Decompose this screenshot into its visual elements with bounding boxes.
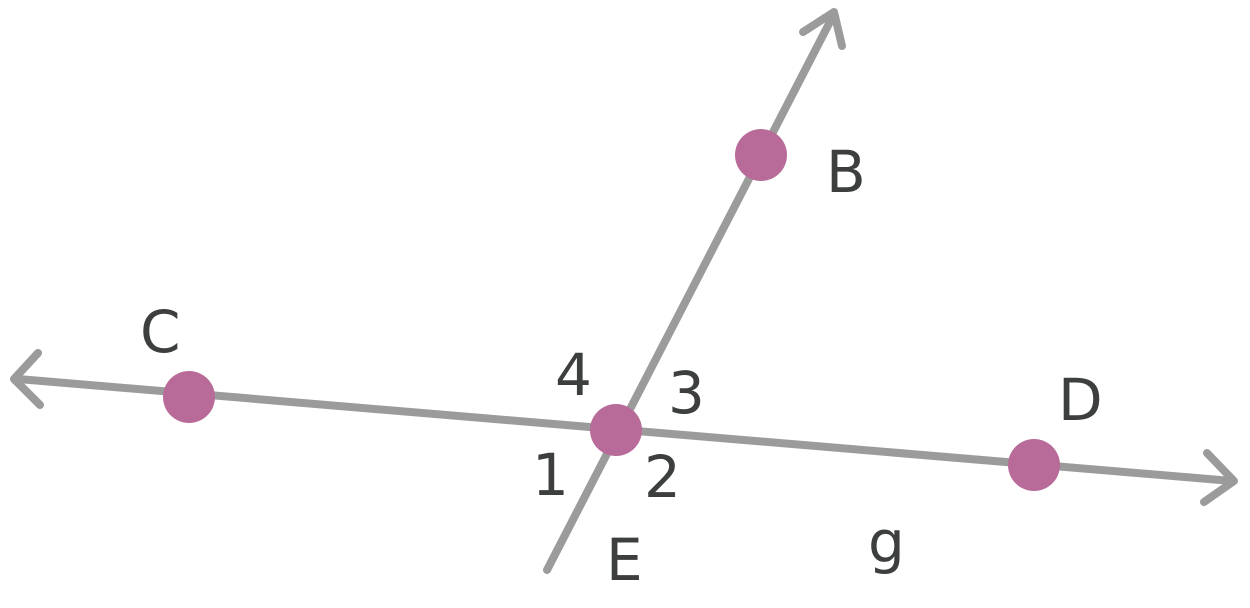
angle-label-3: 3: [668, 359, 705, 427]
arrowhead-right: [1200, 449, 1238, 506]
point-b: [735, 129, 787, 181]
angle-label-2: 2: [644, 443, 681, 511]
label-e: E: [606, 526, 643, 594]
line-eb: [543, 10, 838, 574]
label-d: D: [1058, 366, 1103, 434]
point-e: [590, 404, 642, 456]
arrowhead-top: [799, 8, 846, 50]
angle-label-4: 4: [555, 341, 592, 409]
line-label-g: g: [868, 508, 905, 576]
point-d: [1008, 439, 1060, 491]
label-b: B: [826, 138, 866, 206]
point-c: [163, 371, 215, 423]
angle-label-1: 1: [532, 441, 569, 509]
label-c: C: [140, 298, 181, 366]
arrowhead-left: [10, 349, 44, 409]
